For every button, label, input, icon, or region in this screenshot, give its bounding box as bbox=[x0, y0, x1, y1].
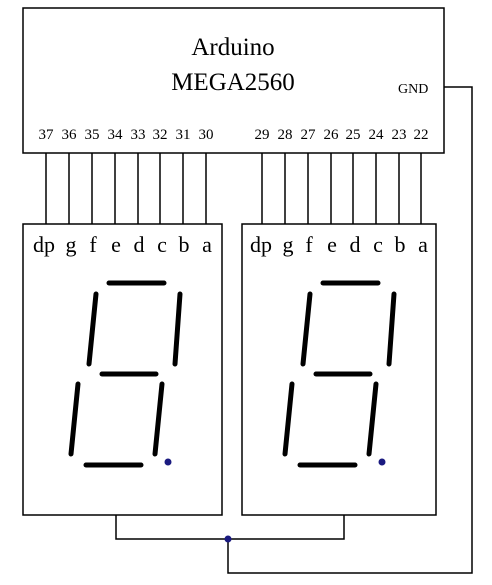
pin-label: 36 bbox=[62, 127, 78, 143]
gnd-label: GND bbox=[398, 82, 428, 97]
segment-dp bbox=[164, 458, 172, 466]
segment-e bbox=[282, 381, 295, 457]
segment-label: g bbox=[283, 232, 294, 257]
segment-label: dp bbox=[250, 232, 272, 257]
pin-label: 25 bbox=[346, 127, 361, 143]
right-pin-labels: 29 28 27 26 25 24 23 22 bbox=[255, 127, 429, 143]
segment-label: b bbox=[395, 232, 406, 257]
display-right-digit bbox=[282, 280, 397, 468]
segment-label: d bbox=[350, 232, 361, 257]
pin-label: 22 bbox=[414, 127, 429, 143]
gnd-wire-board bbox=[227, 86, 473, 574]
segment-label: f bbox=[89, 232, 97, 257]
segment-e bbox=[68, 381, 81, 457]
arduino-board-outline bbox=[22, 7, 445, 154]
pin-label: 32 bbox=[153, 127, 168, 143]
segment-label: dp bbox=[33, 232, 55, 257]
arduino-board: Arduino MEGA2560 GND 37 36 35 34 33 32 31 30 29… bbox=[22, 7, 445, 154]
segment-c bbox=[152, 381, 165, 457]
pin-label: 37 bbox=[39, 127, 55, 143]
segment-label: a bbox=[202, 232, 212, 257]
pin-wires bbox=[45, 153, 422, 224]
pin-label: 34 bbox=[108, 127, 124, 143]
pin-label: 31 bbox=[176, 127, 191, 143]
pin-label: 35 bbox=[85, 127, 100, 143]
pin-label: 28 bbox=[278, 127, 293, 143]
segment-label: b bbox=[179, 232, 190, 257]
segment-label: d bbox=[134, 232, 145, 257]
segment-label: g bbox=[66, 232, 77, 257]
board-model: MEGA2560 bbox=[171, 69, 295, 96]
segment-b bbox=[172, 291, 183, 367]
pin-label: 29 bbox=[255, 127, 270, 143]
display-left-digit bbox=[68, 280, 183, 468]
segment-dp bbox=[378, 458, 386, 466]
pin-label: 24 bbox=[369, 127, 385, 143]
segment-f bbox=[86, 291, 99, 367]
display-left-outline bbox=[22, 223, 223, 516]
pin-label: 23 bbox=[392, 127, 407, 143]
gnd-junction bbox=[224, 535, 232, 543]
segment-label: c bbox=[373, 232, 383, 257]
left-pin-labels: 37 36 35 34 33 32 31 30 bbox=[39, 127, 214, 143]
pin-label: 33 bbox=[131, 127, 146, 143]
segment-label: f bbox=[305, 232, 313, 257]
pin-label: 26 bbox=[324, 127, 340, 143]
segment-label: e bbox=[111, 232, 121, 257]
pin-label: 27 bbox=[301, 127, 317, 143]
ground-wiring bbox=[115, 86, 473, 574]
board-name: Arduino bbox=[191, 34, 274, 61]
pin-label: 30 bbox=[199, 127, 214, 143]
segment-label: c bbox=[157, 232, 167, 257]
segment-label: e bbox=[327, 232, 337, 257]
segment-label: a bbox=[418, 232, 428, 257]
gnd-wire-displays bbox=[115, 515, 345, 540]
segment-c bbox=[366, 381, 379, 457]
segment-b bbox=[386, 291, 397, 367]
display-right-outline bbox=[241, 223, 437, 516]
segment-f bbox=[300, 291, 313, 367]
